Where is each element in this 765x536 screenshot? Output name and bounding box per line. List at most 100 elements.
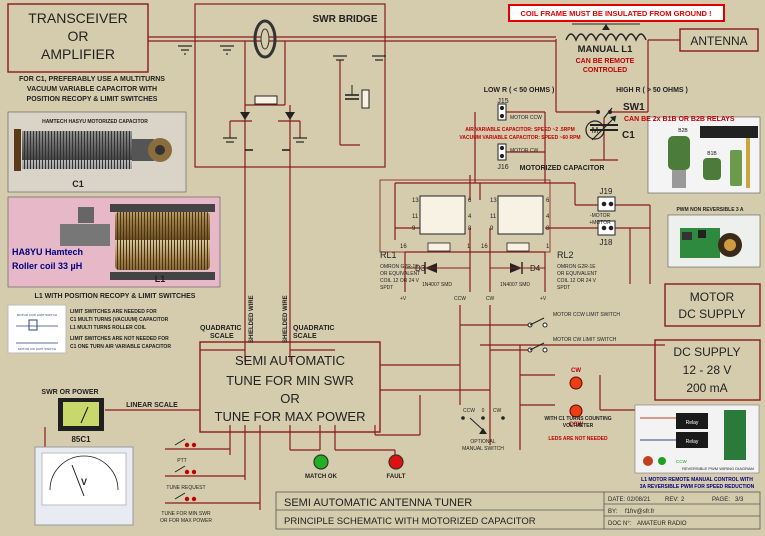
l1-caption: L1 WITH POSITION RECOPY & LIMIT SWITCHES <box>35 293 196 300</box>
fault-label: FAULT <box>387 474 406 480</box>
relay-photo-caption: RF VACUUM RELAYS <box>702 128 758 134</box>
j16-label: J16 <box>497 164 508 171</box>
date-value: 02/08/21 <box>627 497 651 503</box>
date-label: DATE: <box>608 497 626 503</box>
limit-switch-thumbnail <box>7 304 67 354</box>
svg-text:16: 16 <box>400 244 407 250</box>
svg-text:9: 9 <box>412 226 416 232</box>
limit-note-2: C1 MULTI TURNS (VACUUM) CAPACITOR <box>70 317 169 323</box>
j15-label: J15 <box>497 98 508 105</box>
motor-supply-label-2: DC SUPPLY <box>678 307 745 321</box>
page-label: PAGE: <box>712 497 730 503</box>
svg-text:4: 4 <box>546 214 550 220</box>
limit-note-5: LIMIT SWITCHES ARE NOT NEEDED FOR <box>70 336 169 342</box>
relay-tag-1: Relay <box>686 420 699 426</box>
rl2-note-3: COIL 12 OR 24 V <box>557 278 597 284</box>
svg-text:8: 8 <box>468 226 472 232</box>
limit-switches <box>527 317 548 353</box>
rl2-note-1: OMRON G2R-1E <box>557 264 596 270</box>
roller-coil-label-1: HA8YU Hamtech <box>12 247 83 257</box>
svg-text:16: 16 <box>481 244 488 250</box>
motor-ccw-label: MOTOR CCW <box>510 115 542 121</box>
shielded-wire-left: SHIELDED WIRE <box>249 295 255 343</box>
capacitor-photo-caption: HAMTECH HASYU MOTORIZED CAPACITOR <box>42 119 148 125</box>
doc-label: DOC N°: <box>608 521 632 527</box>
c1-note-1: FOR C1, PREFERABLY USE A MULTITURNS <box>19 76 165 83</box>
led-ccw-label: CCW <box>569 422 584 428</box>
motor-cw-label: MOTOR CW <box>510 148 539 154</box>
diode-d4 <box>490 262 545 274</box>
svg-text:11: 11 <box>412 214 419 220</box>
svg-text:8: 8 <box>546 226 550 232</box>
leds <box>313 376 583 470</box>
motor-cw-limit-label: MOTOR CW LIMIT SWITCH <box>553 337 617 343</box>
rl1-note-1: OMRON G2R-1E <box>380 264 419 270</box>
cw-wire-label: CW <box>486 296 495 302</box>
voltmeter-note-3: LEDS ARE NOT NEEDED <box>548 436 608 442</box>
motor-ccw-limit-label: MOTOR CCW LIMIT SWITCH <box>553 312 620 318</box>
transceiver-box <box>7 3 149 73</box>
d4-part: 1N4007 SMD <box>500 282 530 288</box>
pwm-board-photo <box>667 214 761 268</box>
rev-value: 2 <box>681 497 685 503</box>
relay-photo-tag-b2b: B2B <box>678 128 688 134</box>
voltmeter-note-2: VOLTMETER <box>563 423 594 429</box>
svg-text:13: 13 <box>412 198 419 204</box>
switch-ccw-label: CCW <box>463 408 475 414</box>
ground-symbols <box>178 45 386 143</box>
meter-85c1-label: 85C1 <box>71 435 91 444</box>
motor-symbol: M <box>585 120 605 140</box>
motor-supply-label-1: MOTOR <box>690 290 735 304</box>
motor-supply-box <box>664 283 761 327</box>
optional-switch-1: OPTIONAL <box>470 439 496 445</box>
limit-note-6: C1 ONE TURN AIR VARIABLE CAPACITOR <box>70 344 171 350</box>
rl1-note-2: OR EQUIVALENT <box>380 271 420 277</box>
pwm-relay-panel-photo <box>634 404 760 474</box>
l1-motor-note-2: 3A REVERSIBLE PWM FOR SPEED REDUCTION <box>640 484 755 490</box>
quadratic-scale-right-2: SCALE <box>293 333 317 340</box>
c1-label: C1 <box>622 130 635 141</box>
tune-for-label-1: TUNE FOR MIN SWR <box>161 511 211 517</box>
low-r-label: LOW R ( < 50 OHMS ) <box>484 87 555 94</box>
rl2-note-4: SPDT <box>557 285 570 291</box>
l1-photo-label: L1 <box>155 274 166 284</box>
switch-cw-label: CW <box>493 408 502 414</box>
relay-photo-tag-b1b: B1B <box>707 151 717 157</box>
high-r-label: HIGH R ( > 50 OHMS ) <box>616 87 688 94</box>
swr-bridge-label: SWR BRIDGE <box>313 14 378 25</box>
svg-text:M: M <box>592 126 599 135</box>
motor-plus-label: +MOTOR <box>589 220 611 226</box>
ptt-label: PTT <box>177 458 186 464</box>
antenna-label: ANTENNA <box>690 34 747 48</box>
transceiver-label-1: TRANSCEIVER <box>28 10 128 26</box>
motor-minus-label: -MOTOR <box>590 213 611 219</box>
motor-speed-2: VACUUM VARIABLE CAPACITOR: SPEED ~60 RPM <box>459 135 580 141</box>
title-block <box>275 491 761 530</box>
sw1-note: CAN BE 2x B1B OR B2B RELAYS <box>624 116 735 123</box>
toroid-transformer <box>253 19 277 59</box>
optional-manual-switch <box>461 416 505 434</box>
svg-text:9: 9 <box>490 226 494 232</box>
quadratic-scale-left-1: QUADRATIC <box>200 325 241 332</box>
rl1-note-3: COIL 12 OR 24 V <box>380 278 420 284</box>
dc-supply-label-3: 200 mA <box>686 381 727 395</box>
manual-l1-label: MANUAL L1 <box>578 44 633 55</box>
rl2-label: RL2 <box>557 250 574 260</box>
d4-label: D4 <box>530 264 541 273</box>
voltmeter-note-1: WITH C1 TURNS COUNTING <box>544 416 611 422</box>
tuner-label-1: SEMI AUTOMATIC <box>235 353 345 368</box>
svg-text:1: 1 <box>467 244 471 250</box>
manual-l1-sub-2: CONTROLED <box>583 67 627 74</box>
relay-tag-2: Relay <box>686 439 699 445</box>
push-buttons <box>174 438 197 502</box>
vplus-label-2: +V <box>540 296 547 302</box>
relay-rl1 <box>419 195 466 235</box>
switch-sw1-symbol <box>596 107 613 119</box>
manual-l1-sub-1: CAN BE REMOTE <box>576 58 635 65</box>
title-main: SEMI AUTOMATIC ANTENNA TUNER <box>284 497 472 509</box>
page-value: 3/3 <box>735 497 744 503</box>
antenna-box <box>679 28 759 52</box>
motorized-capacitor-label: MOTORIZED CAPACITOR <box>520 165 605 172</box>
